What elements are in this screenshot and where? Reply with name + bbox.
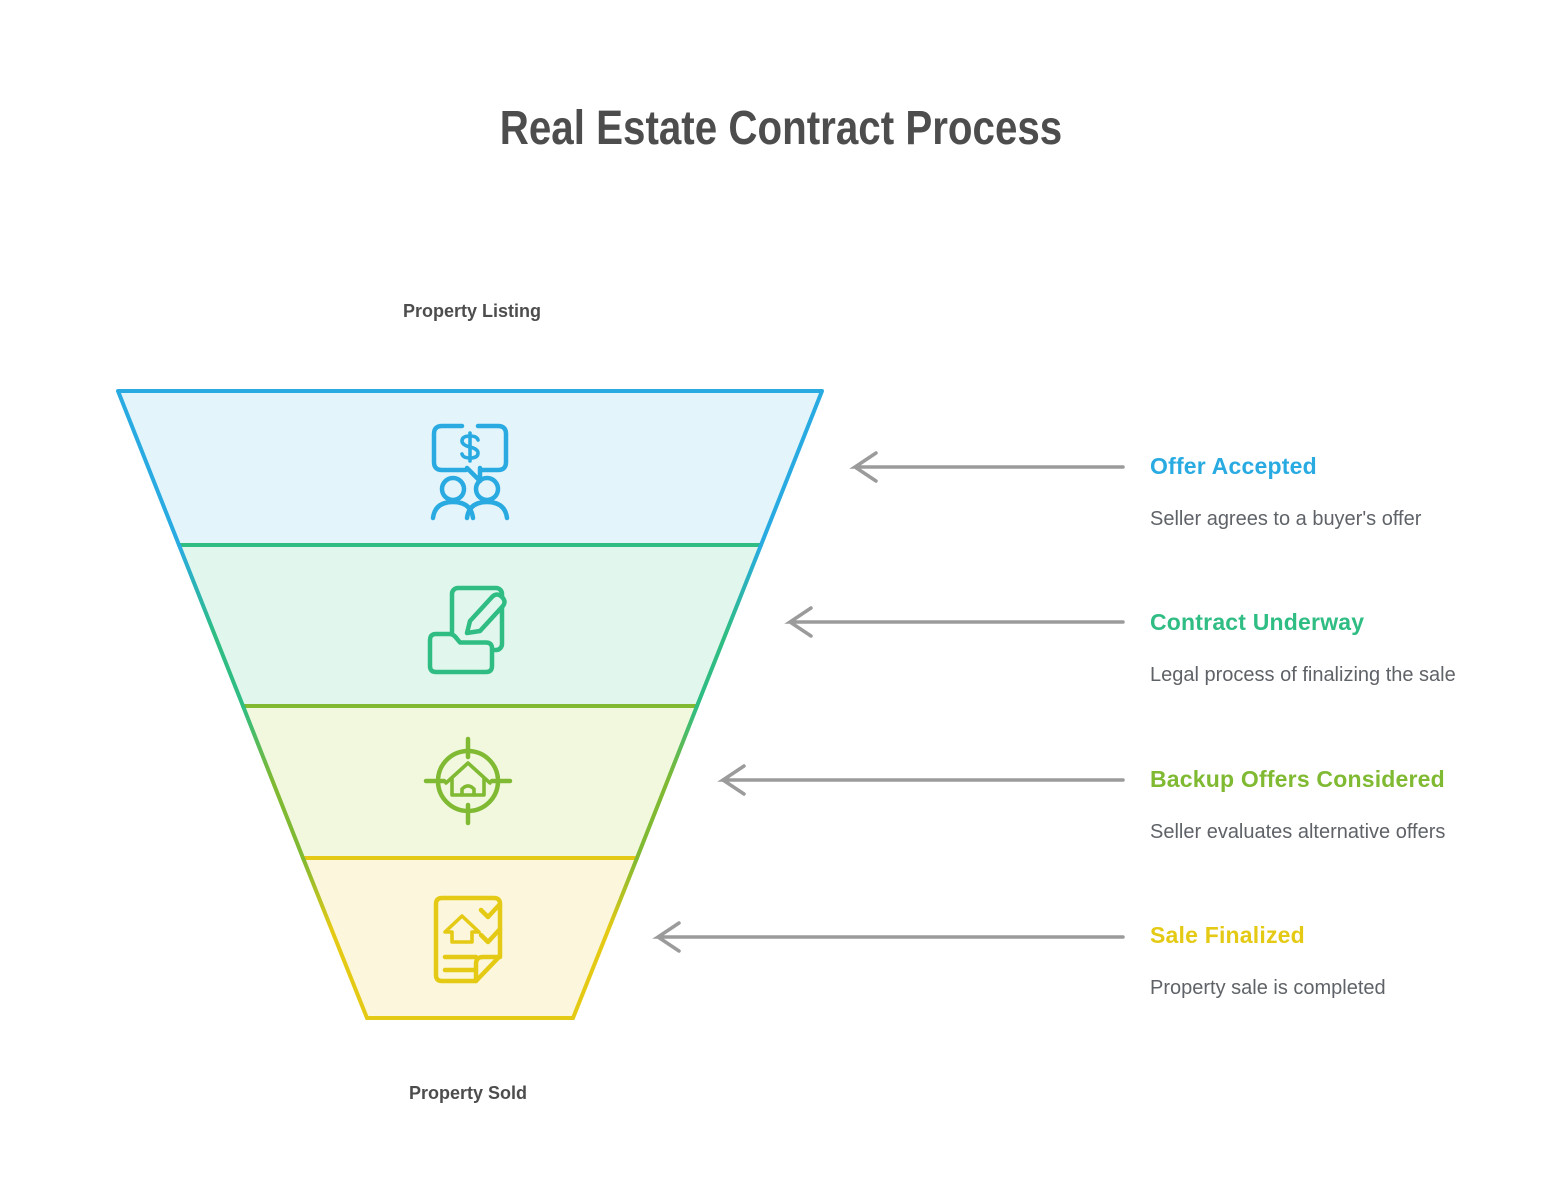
stage-title: Sale Finalized — [1150, 922, 1305, 948]
stage-description: Property sale is completed — [1150, 977, 1386, 999]
stage-block-sale-finalized: Sale Finalized Property sale is complete… — [1150, 921, 1460, 1001]
arrow-offer-accepted — [849, 451, 1125, 483]
stage-description: Legal process of finalizing the sale — [1150, 664, 1456, 686]
stage-title: Contract Underway — [1150, 609, 1365, 635]
funnel-segment-backup-offers — [243, 706, 697, 858]
stage-description: Seller evaluates alternative offers — [1150, 821, 1446, 843]
funnel-segment-2-border — [177, 543, 763, 708]
arrow-sale-finalized — [652, 921, 1125, 953]
stage-description: Seller agrees to a buyer's offer — [1150, 508, 1422, 530]
funnel-segment-4-border — [301, 856, 639, 1020]
contract-signing-icon — [427, 585, 507, 675]
arrow-contract-underway — [784, 606, 1125, 638]
home-target-icon — [423, 736, 513, 826]
offer-negotiation-icon — [430, 423, 510, 521]
funnel-segment-1-border — [116, 389, 824, 547]
checklist-document-icon — [433, 895, 503, 984]
stage-title: Backup Offers Considered — [1150, 766, 1445, 792]
stage-title: Offer Accepted — [1150, 453, 1317, 479]
page-title: Real Estate Contract Process — [499, 102, 1063, 155]
arrow-backup-offers — [717, 764, 1125, 796]
funnel-segment-sale-finalized — [303, 858, 637, 1018]
stage-block-offer-accepted: Offer Accepted Seller agrees to a buyer'… — [1150, 452, 1460, 532]
stage-block-backup-offers: Backup Offers Considered Seller evaluate… — [1150, 765, 1460, 845]
funnel-top-label: Property Listing — [402, 301, 542, 321]
stage-block-contract-underway: Contract Underway Legal process of final… — [1150, 608, 1460, 688]
funnel-segment-3-border — [241, 704, 699, 860]
funnel-bottom-label: Property Sold — [408, 1083, 528, 1103]
